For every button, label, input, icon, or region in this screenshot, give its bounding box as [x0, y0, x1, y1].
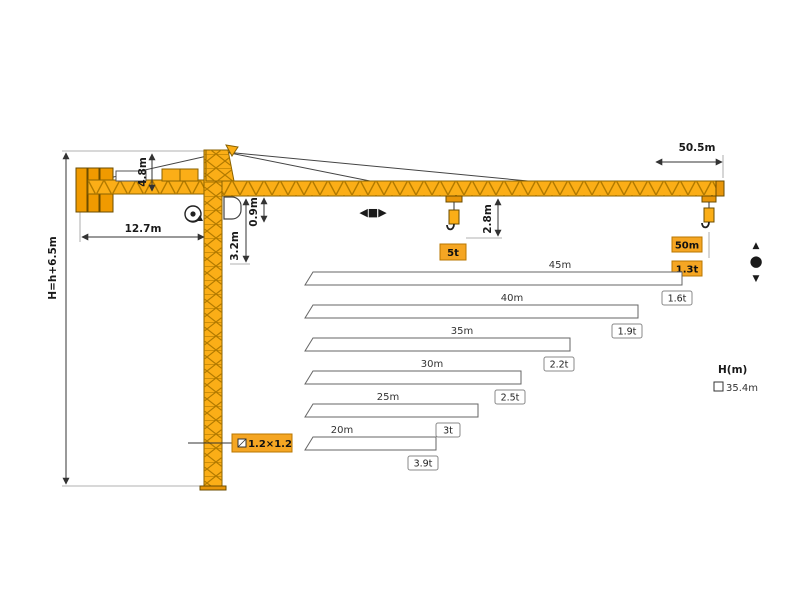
dim-jib-depth-label: 0.9m — [248, 197, 260, 227]
dim-tower-clearance-label: 3.2m — [229, 231, 241, 261]
height-axis-label: H(m) — [718, 364, 747, 376]
tower-head — [205, 144, 239, 182]
bar-length-label: 25m — [377, 392, 399, 403]
dim-jib-reach-label: 50.5m — [679, 142, 716, 154]
dimension-jib-reach: 50.5m — [655, 142, 723, 166]
trolley-travel-icon: ◀■▶ — [359, 206, 387, 219]
hoist-wheel-icon: ● — [749, 252, 762, 270]
tip-load-label: 1.3t — [676, 265, 699, 276]
bar-load-tag: 3.9t — [414, 459, 433, 470]
height-option-marker — [713, 381, 724, 392]
load-chart: 45m 1.6t 40m 1.9t 35m 2.2t 30m 2.5t 25m … — [304, 260, 693, 471]
main-jib — [221, 180, 725, 197]
operator-cab — [223, 196, 242, 220]
mast-section-badge: 1.2×1.2 — [188, 433, 293, 453]
slewing-icon — [184, 205, 203, 223]
load-bar-35m: 35m 2.2t — [304, 326, 575, 372]
dim-hook-drop-label: 2.8m — [482, 204, 494, 234]
dim-counter-jib-label: 12.7m — [125, 223, 162, 235]
dimension-tower-clearance: 3.2m — [229, 198, 250, 263]
bar-length-label: 30m — [421, 359, 443, 370]
bar-length-label: 40m — [501, 293, 523, 304]
hoist-up-icon: ▲ — [753, 241, 760, 251]
tip-radius-label: 50m — [675, 241, 699, 252]
bar-load-tag: 3t — [443, 426, 453, 437]
dimension-total-height: H=h+6.5m — [47, 152, 70, 485]
load-bar-40m: 40m 1.9t — [304, 293, 643, 339]
dimension-jib-depth: 0.9m — [248, 197, 268, 227]
tip-radius-badge: 50m — [671, 236, 703, 253]
dimension-head-height: 4.8m — [137, 153, 156, 192]
hoist-icon: ▲ ● ▼ — [749, 241, 762, 284]
dimension-counter-jib: 12.7m — [81, 223, 205, 241]
bar-length-label: 45m — [549, 260, 571, 271]
dimension-hook-drop: 2.8m — [482, 198, 502, 237]
load-bar-25m: 25m 3t — [304, 392, 479, 438]
trolley — [445, 195, 463, 231]
counter-jib — [87, 168, 207, 195]
height-legend: H(m) 35.4m — [713, 364, 758, 394]
bar-load-tag: 2.5t — [501, 393, 520, 404]
dim-head-height-label: 4.8m — [137, 157, 149, 187]
max-load-badge: 5t — [439, 243, 467, 261]
mast-section-label: 1.2×1.2 — [248, 439, 292, 450]
bar-length-label: 20m — [331, 425, 353, 436]
load-bar-30m: 30m 2.5t — [304, 359, 526, 405]
max-load-label: 5t — [447, 248, 459, 259]
tower-mast — [199, 149, 227, 491]
bar-load-tag: 2.2t — [550, 360, 569, 371]
bar-length-label: 35m — [451, 326, 473, 337]
jib-tip-hook — [701, 195, 717, 258]
load-bar-45m: 45m 1.6t — [304, 260, 693, 306]
bar-load-tag: 1.6t — [668, 294, 687, 305]
dim-total-height-label: H=h+6.5m — [47, 236, 59, 299]
bar-load-tag: 1.9t — [618, 327, 637, 338]
load-bar-20m: 20m 3.9t — [304, 425, 439, 471]
hoist-down-icon: ▼ — [753, 274, 760, 284]
height-option-label: 35.4m — [726, 383, 758, 394]
